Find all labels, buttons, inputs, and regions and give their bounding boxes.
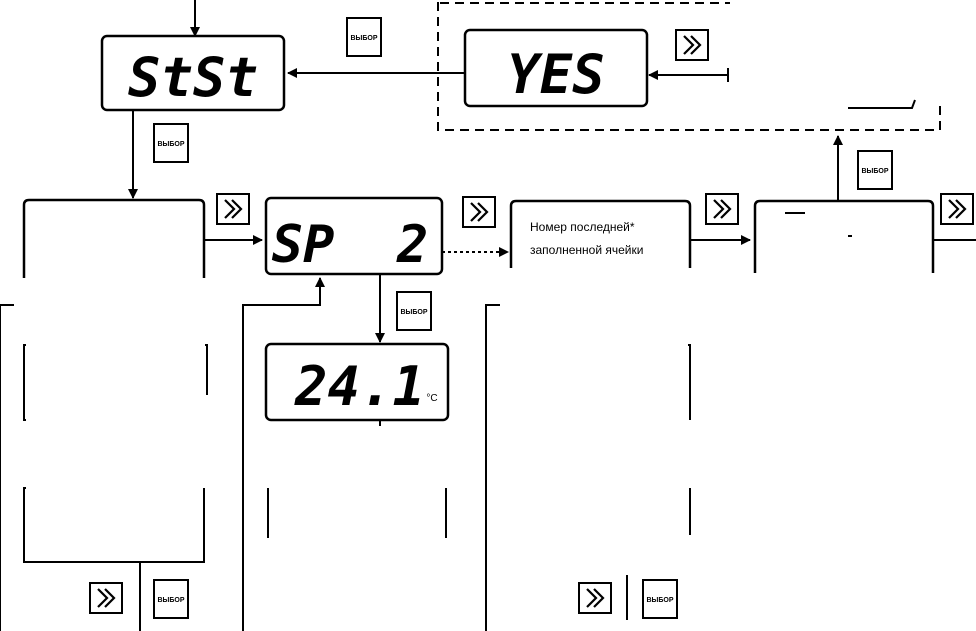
select-button-label: ВЫБОР: [350, 35, 377, 42]
next-button-bottom-right[interactable]: [577, 581, 613, 615]
select-button-stst[interactable]: ВЫБОР: [153, 123, 189, 163]
value-display-text: 24.1: [294, 355, 425, 418]
cell-number-label-1: Номер последней*: [530, 220, 635, 234]
hidden-display-fragment: [848, 99, 916, 109]
stst-display-box: [100, 34, 286, 112]
yes-display-box: [463, 28, 649, 108]
unit-label: °C: [426, 393, 437, 404]
select-button-bottom-left[interactable]: ВЫБОР: [153, 579, 189, 619]
svg-text:ВЫБОР: ВЫБОР: [157, 597, 184, 604]
left-column-box: [22, 198, 206, 278]
sp2-display-box: [264, 196, 444, 276]
yes-group-dashed-border: [437, 2, 941, 131]
next-button-right[interactable]: [939, 192, 975, 226]
next-button-left[interactable]: [215, 192, 251, 226]
select-button-right[interactable]: ВЫБОР: [857, 150, 893, 190]
left-inner-box-1: [23, 344, 208, 421]
right-inner-box-1: [688, 344, 691, 420]
yes-display-text: YES: [507, 43, 605, 106]
sp2-inner-box-2: [267, 488, 447, 538]
cell-number-box: [509, 199, 692, 268]
next-button-cell[interactable]: [704, 192, 740, 226]
right-display-box: [753, 199, 935, 273]
select-button-bottom-right[interactable]: ВЫБОР: [642, 579, 678, 619]
select-button-sp2[interactable]: ВЫБОР: [396, 291, 432, 331]
svg-text:ВЫБОР: ВЫБОР: [157, 141, 184, 148]
next-button-yes[interactable]: [674, 28, 710, 62]
return-to-sp2-line: [242, 277, 325, 631]
stst-display-text: StSt: [128, 46, 258, 109]
svg-text:ВЫБОР: ВЫБОР: [400, 309, 427, 316]
svg-text:ВЫБОР: ВЫБОР: [646, 597, 673, 604]
select-button-yes[interactable]: ВЫБОР: [346, 17, 382, 57]
sp2-display-text: SP 2: [272, 215, 429, 275]
right-outer-line: [485, 304, 500, 631]
left-inner-box-2: [23, 487, 205, 563]
value-display-box: [264, 342, 450, 422]
svg-text:ВЫБОР: ВЫБОР: [861, 168, 888, 175]
next-button-bottom-left[interactable]: [88, 581, 124, 615]
cell-number-label-2: заполненной ячейки: [530, 243, 643, 257]
next-button-sp2[interactable]: [461, 195, 497, 229]
